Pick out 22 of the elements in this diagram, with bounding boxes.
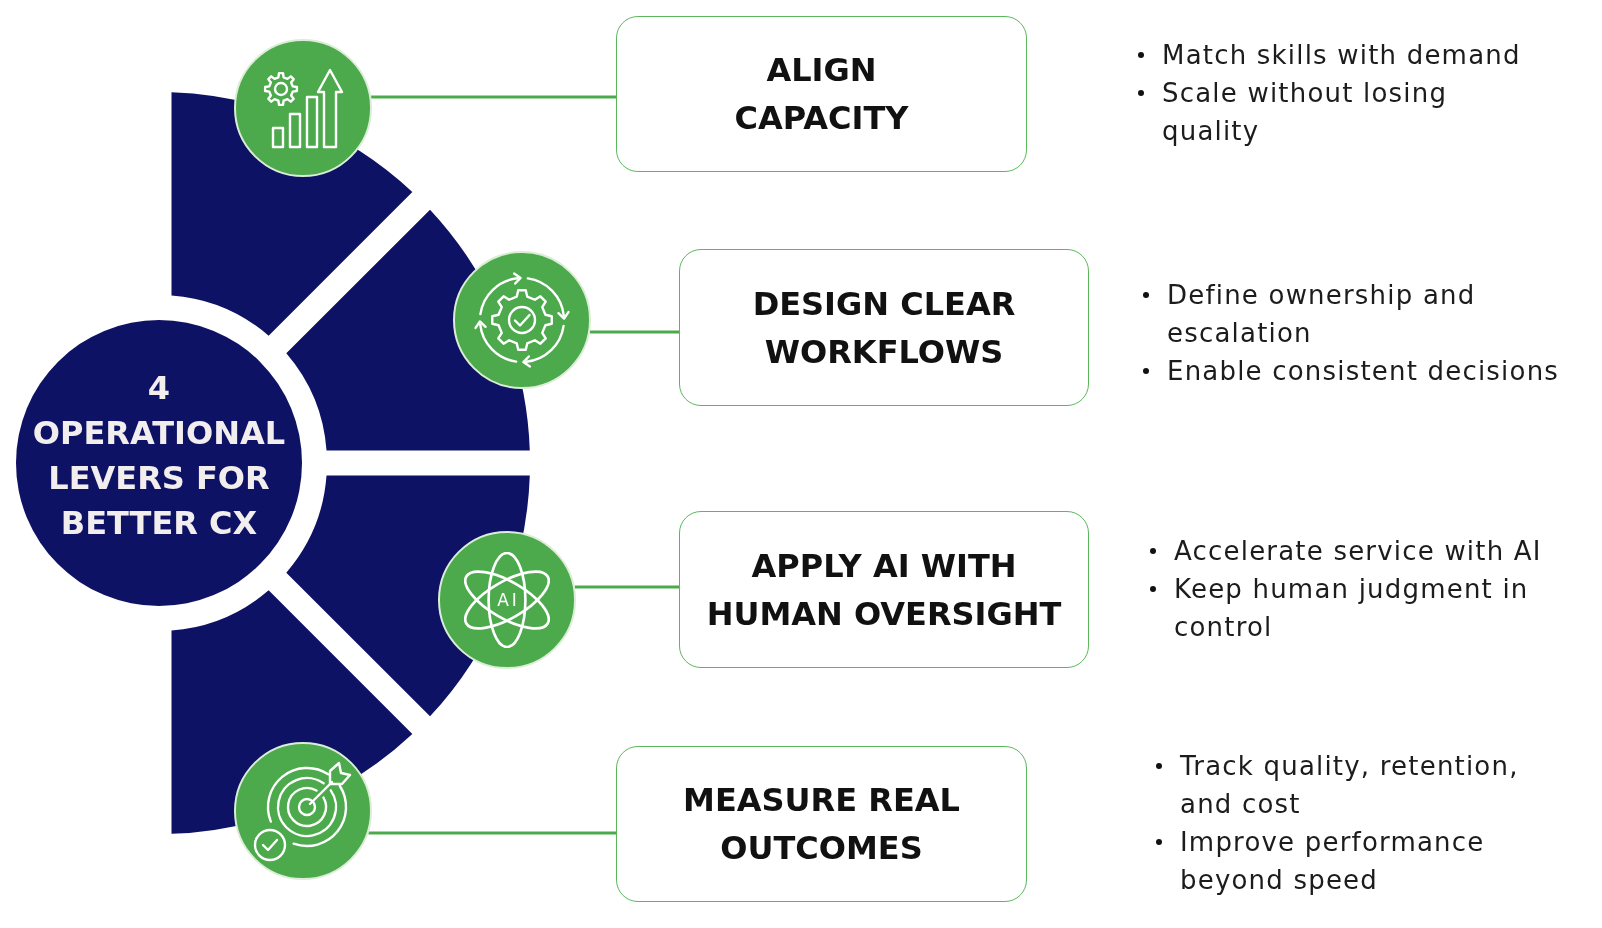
bullet-point: Accelerate service with AI [1150,532,1554,570]
lever-title: MEASURE REAL OUTCOMES [682,780,961,869]
lever-title: APPLY AI WITH HUMAN OVERSIGHT [705,545,1063,635]
lever-card [616,16,1027,172]
lever-card [679,249,1089,406]
bullet-point: Improve performance beyond speed [1156,823,1545,899]
bullet-point: Enable consistent decisions [1143,352,1567,390]
bullet-point: Define ownership and escalation [1143,276,1567,352]
connector-line [371,95,616,99]
lever-title: DESIGN CLEAR WORKFLOWS [751,283,1017,373]
lever-title: ALIGN CAPACITY [733,50,910,139]
icon-text: AI [496,591,520,609]
bullet-point: Track quality, retention, and cost [1156,747,1545,823]
lever-card [679,511,1089,668]
bullet-point: Match skills with demand [1138,36,1538,74]
hub-title: 4 OPERATIONAL LEVERS FOR BETTER CX [31,368,287,544]
lever-card [616,746,1027,902]
bullet-point: Keep human judgment in control [1150,570,1554,646]
bullet-point: Scale without losing quality [1138,74,1538,150]
connector-line [368,831,616,835]
connector-line [574,585,679,589]
connector-line [589,330,679,334]
